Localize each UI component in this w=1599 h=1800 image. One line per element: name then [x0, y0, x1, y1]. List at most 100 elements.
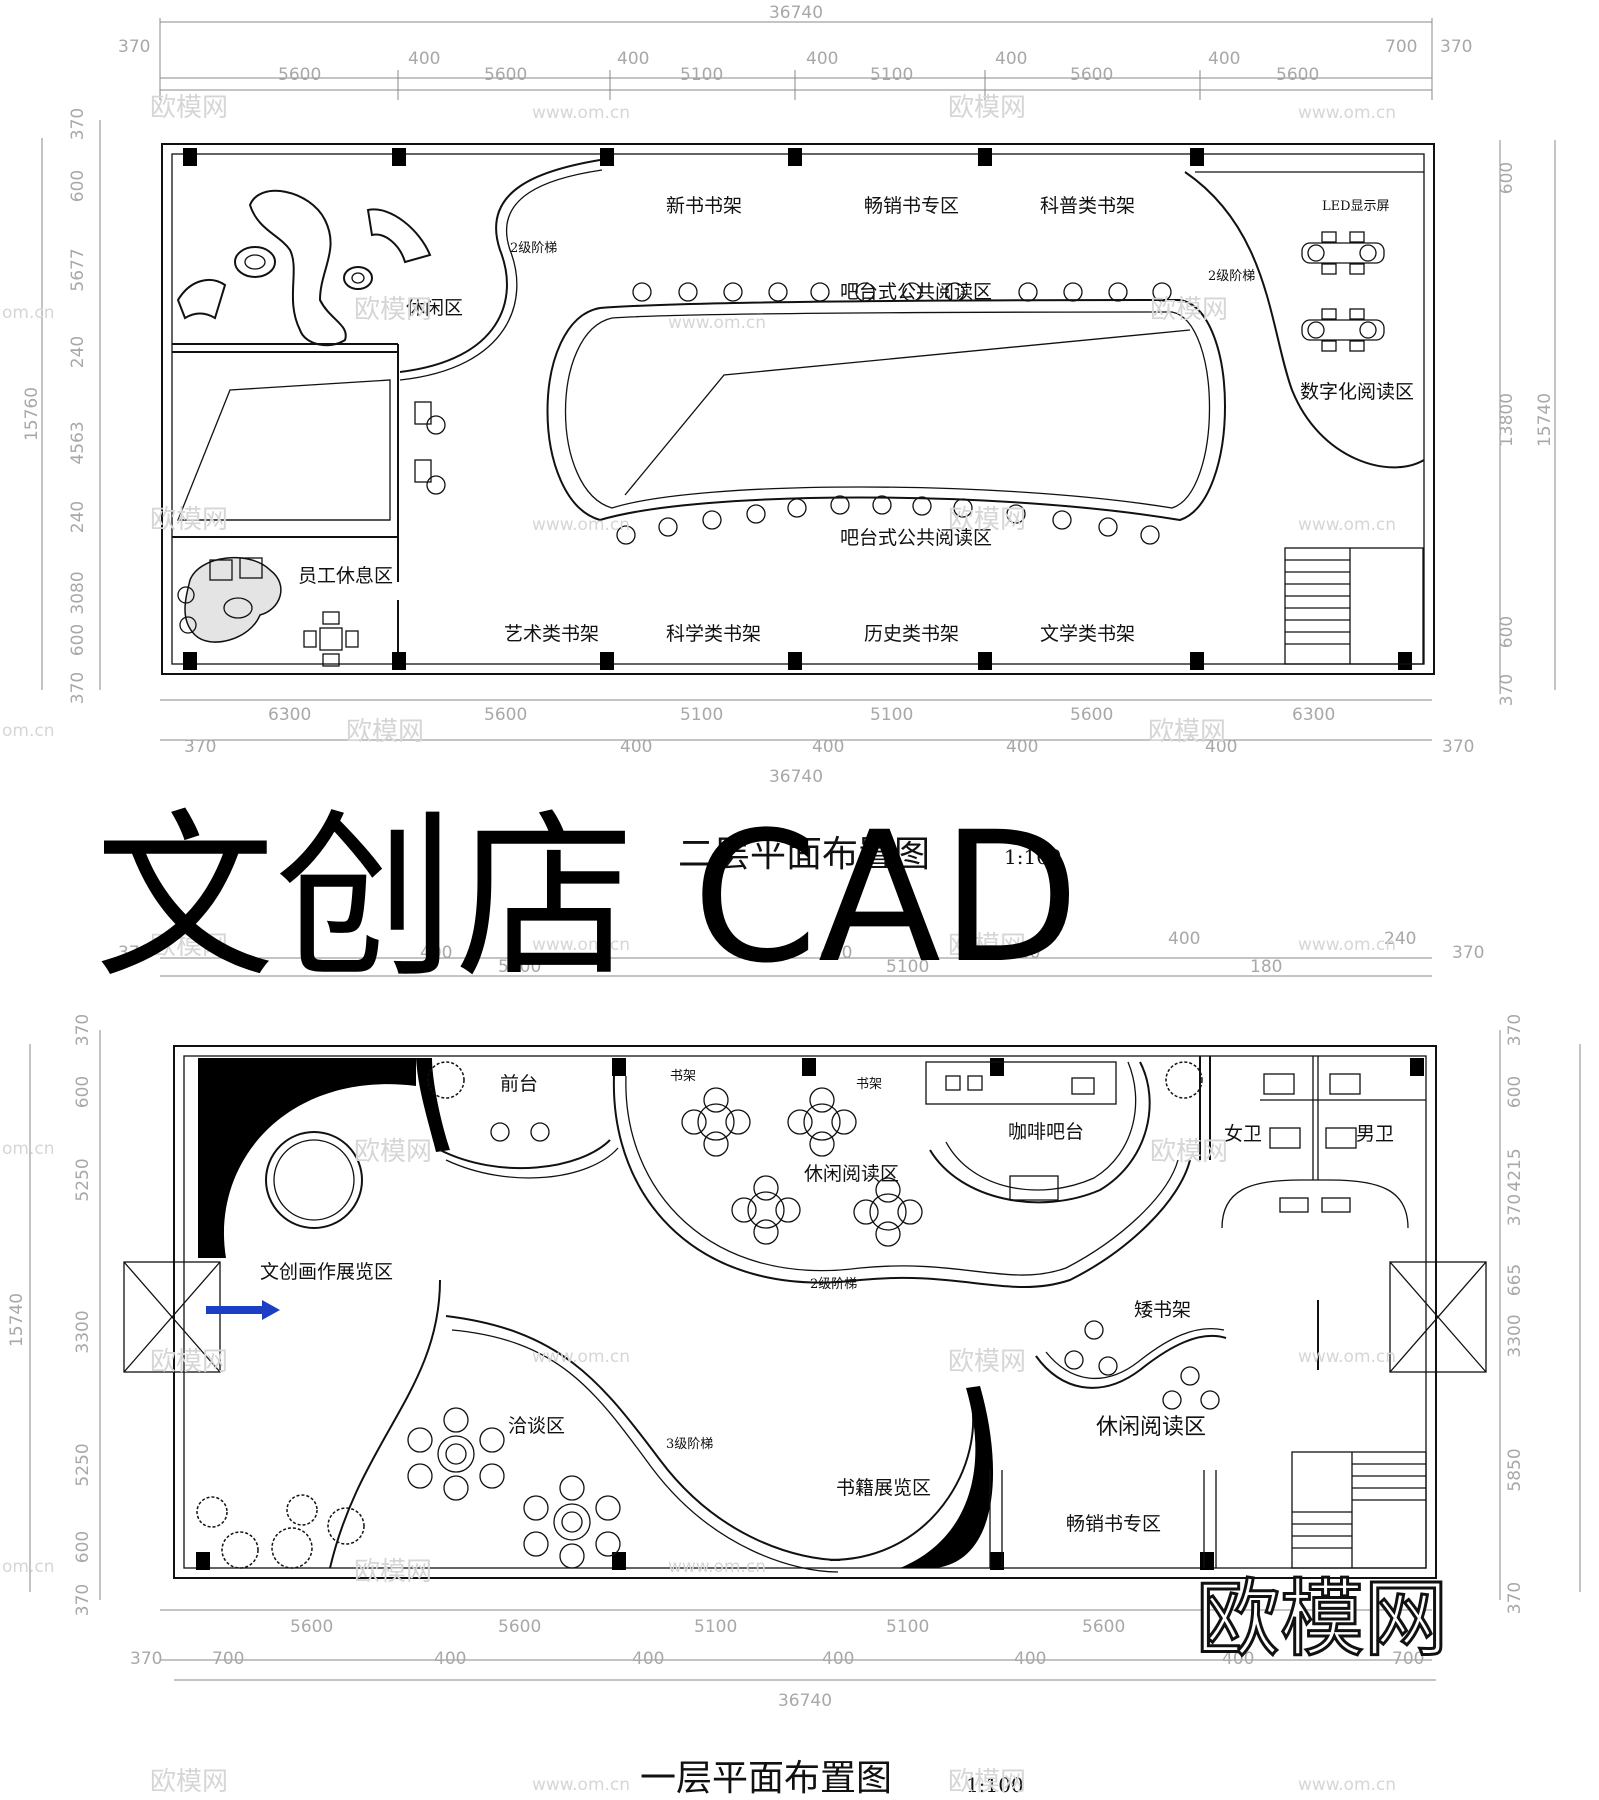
lower-dim-bottom-span: 5600 — [498, 1617, 541, 1637]
upper-dim-bottom-end: 370 — [1442, 737, 1474, 757]
upper-dim-left-span: 600 — [68, 624, 88, 656]
upper-dim-left-span: 5677 — [68, 248, 88, 291]
lower-dim-total-bottom: 36740 — [778, 1691, 832, 1711]
upper-dim-right-inner: 13800 — [1497, 393, 1517, 447]
label-popsci: 科普类书架 — [1040, 195, 1135, 217]
lower-dim-left-span: 5250 — [73, 1158, 93, 1201]
watermark-text: 欧模网 — [150, 505, 228, 535]
upper-walls — [161, 143, 1435, 675]
lower-dim-left-span: 5250 — [73, 1443, 93, 1486]
label-staff-rest: 员工休息区 — [298, 565, 393, 587]
lower-plan-title: 一层平面布置图 — [640, 1758, 892, 1799]
label-digital: 数字化阅读区 — [1300, 381, 1414, 403]
upper-dim-bottom-end: 370 — [184, 737, 216, 757]
side-chairs — [414, 401, 446, 495]
upper-dim-top-wall: 400 — [806, 49, 838, 69]
upper-dim-top-span: 5600 — [484, 65, 527, 85]
lower-dim-right-span: 5850 — [1505, 1448, 1525, 1491]
upper-bottom-dimensions: 6300 5600 5100 5100 5600 6300 400 400 40… — [160, 699, 1474, 787]
upper-plan-title: 二层平面布置图 — [678, 834, 930, 875]
watermark-url-short: om.cn — [2, 721, 55, 741]
label-led: LED显示屏 — [1322, 199, 1390, 214]
lower-dim-left-span: 370 — [73, 1014, 93, 1046]
upper-dim-left-span: 4563 — [68, 421, 88, 464]
watermark-text: 欧模网 — [948, 1347, 1026, 1377]
lower-walls — [123, 1045, 1487, 1579]
watermark-url: www.om.cn — [532, 515, 630, 535]
big-overlay-title: 文创店 CAD — [95, 794, 1080, 1003]
lower-dim-bottom-wall: 400 — [822, 1649, 854, 1669]
lower-dim-top-end: 370 — [1452, 943, 1484, 963]
lower-dim-right-span: 3300 — [1505, 1314, 1525, 1357]
upper-dim-left-span: 370 — [68, 672, 88, 704]
watermark-text: 欧模网 — [150, 931, 228, 961]
lower-dim-top-span: 5600 — [498, 957, 541, 977]
label-bar-reading-top: 吧台式公共阅读区 — [840, 281, 992, 303]
upper-dim-left-span: 370 — [68, 108, 88, 140]
lower-dim-right-span: 370 — [1505, 1582, 1525, 1614]
watermark-text: 欧模网 — [1150, 1137, 1228, 1167]
watermark-url: www.om.cn — [1298, 103, 1396, 123]
upper-dim-top-end-mid: 700 — [1385, 37, 1417, 57]
upper-dim-bottom-span: 5100 — [870, 705, 913, 725]
label-talk: 洽谈区 — [508, 1415, 565, 1437]
upper-dim-bottom-wall: 400 — [1006, 737, 1038, 757]
upper-dim-top-end-right: 370 — [1440, 37, 1472, 57]
site-logo: 欧模网 — [1196, 1570, 1448, 1668]
watermark-url-short: om.cn — [2, 303, 55, 323]
label-history: 历史类书架 — [864, 623, 959, 645]
lower-room-labels: 前台 书架 书架 咖啡吧台 女卫 男卫 文创画作展览区 休闲阅读区 2级阶梯 矮… — [260, 1069, 1394, 1535]
upper-left-dimensions: 15760 370 600 5677 240 4563 240 3080 600… — [22, 108, 101, 704]
bar-counter-island — [546, 282, 1226, 545]
lower-dim-top-span: 400 — [1168, 929, 1200, 949]
lower-dim-top-span: 5100 — [886, 957, 929, 977]
watermark-url: www.om.cn — [532, 935, 630, 955]
upper-plan: 36740 370 700 370 5600 5600 5100 5100 56… — [22, 3, 1556, 875]
upper-dim-bottom-wall: 400 — [812, 737, 844, 757]
label-art: 艺术类书架 — [504, 623, 599, 645]
talk-area-tables — [407, 1407, 621, 1569]
lower-right-dimensions: 370 600 4215 370 665 3300 5850 370 — [1499, 1014, 1581, 1614]
lower-dim-bottom-wall: 400 — [632, 1649, 664, 1669]
label-stair3: 3级阶梯 — [666, 1437, 713, 1452]
bar-stools — [616, 282, 1172, 545]
watermark-url: www.om.cn — [668, 1557, 766, 1577]
upper-dim-top-span: 5100 — [680, 65, 723, 85]
digital-reading-desks — [1301, 231, 1385, 352]
watermark-url: www.om.cn — [532, 1347, 630, 1367]
label-stair2-lower: 2级阶梯 — [810, 1277, 857, 1292]
lounge-furniture — [176, 189, 432, 347]
upper-dim-left-span: 240 — [68, 501, 88, 533]
upper-dim-top-wall: 400 — [995, 49, 1027, 69]
watermarks: 欧模网 欧模网 欧模网 欧模网 欧模网 欧模网 欧模网 欧模网 欧模网 欧模网 … — [2, 93, 1396, 1797]
lower-dim-top-wall: 400 — [420, 943, 452, 963]
lower-dim-bottom-end: 370 — [130, 1649, 162, 1669]
plants — [196, 1061, 1203, 1569]
lower-dim-bottom-span: 5100 — [886, 1617, 929, 1637]
upper-dim-bottom-span: 5600 — [1070, 705, 1113, 725]
upper-dim-top-wall: 400 — [617, 49, 649, 69]
lower-dim-bottom-end: 700 — [1392, 1649, 1424, 1669]
watermark-url: www.om.cn — [668, 313, 766, 333]
upper-dim-bottom-span: 5100 — [680, 705, 723, 725]
label-stair2-left: 2级阶梯 — [510, 241, 557, 256]
lower-dim-top-wall: 400 — [820, 943, 852, 963]
upper-dim-top-wall: 400 — [1208, 49, 1240, 69]
upper-dim-bottom-wall: 400 — [1205, 737, 1237, 757]
lower-dim-left-span: 600 — [73, 1076, 93, 1108]
lower-plan-scale: 1:100 — [966, 1773, 1024, 1797]
upper-dim-right-span: 600 — [1497, 616, 1517, 648]
label-leisure-reading: 休闲阅读区 — [1096, 1415, 1206, 1440]
watermark-text: 欧模网 — [150, 1347, 228, 1377]
watermark-text: 欧模网 — [1148, 717, 1226, 747]
upper-dim-top-span: 5100 — [870, 65, 913, 85]
upper-dim-right-span: 370 — [1497, 674, 1517, 706]
watermark-text: 欧模网 — [354, 295, 432, 325]
upper-dim-bottom-span: 6300 — [268, 705, 311, 725]
lower-dim-bottom-span: 5600 — [1082, 1617, 1125, 1637]
watermark-text: 欧模网 — [948, 93, 1026, 123]
upper-dim-top-span: 5600 — [1276, 65, 1319, 85]
label-male-wc: 男卫 — [1356, 1123, 1394, 1145]
label-leisure-reading-top: 休闲阅读区 — [804, 1163, 899, 1185]
upper-dim-right-total: 15740 — [1535, 393, 1555, 447]
